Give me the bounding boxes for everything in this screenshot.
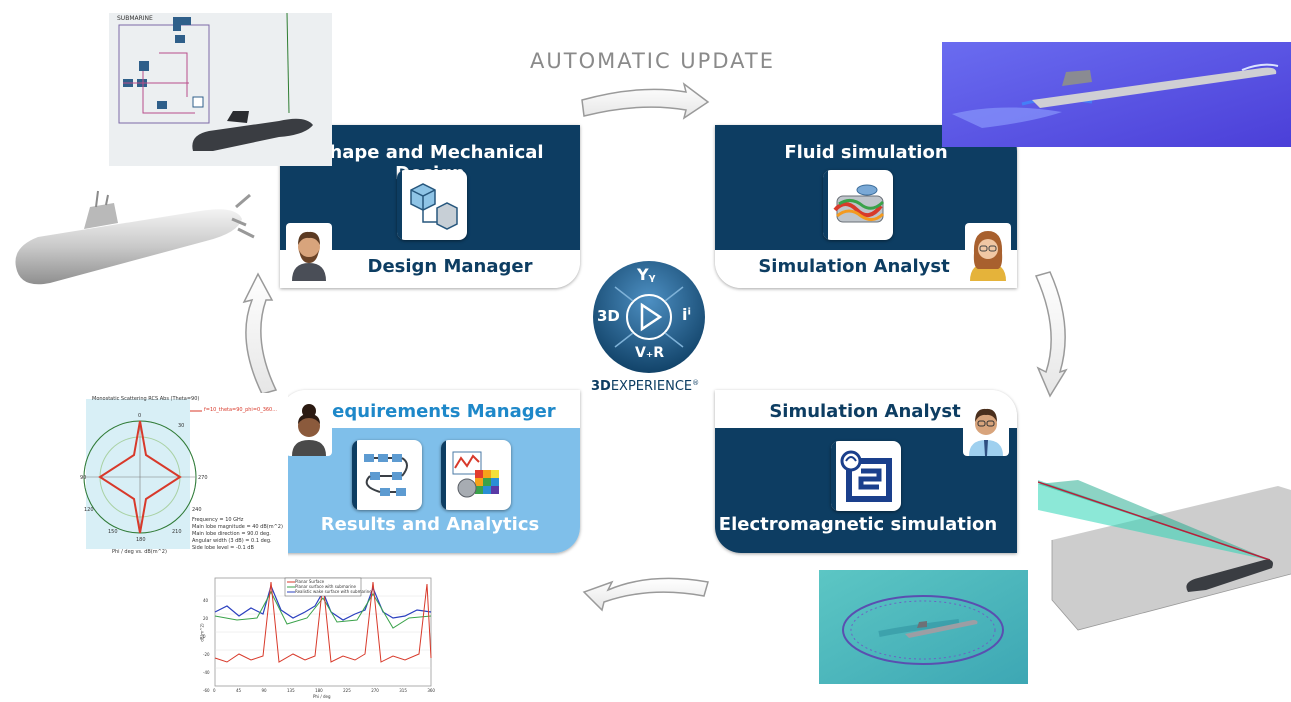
em-scattering-box-image <box>1038 480 1291 643</box>
polar-info: Frequency = 10 GHz Main lobe magnitude =… <box>192 517 283 552</box>
polar-angle-90: 90 <box>80 475 87 481</box>
em-wake-surface-image <box>819 570 1028 684</box>
process-flow-icon <box>364 454 408 496</box>
submarine-image <box>10 185 262 293</box>
x-tick: 360 <box>427 688 435 693</box>
polar-angle-0: 0 <box>138 413 142 419</box>
logo-left-label: 3D <box>597 307 620 325</box>
y-tick: 40 <box>203 598 209 603</box>
x-tick: 45 <box>235 688 242 693</box>
brand-registered: ® <box>692 379 700 387</box>
system-diagram-image: SUBMARINE <box>109 13 332 166</box>
card-role: Requirements Manager <box>318 401 556 422</box>
brand-text: 3DEXPERIENCE® <box>591 379 699 394</box>
brand-rest: EXPERIENCE <box>610 379 693 394</box>
arrow-bottom <box>582 577 709 612</box>
line-legend-1: Planar Surface <box>295 579 325 584</box>
x-tick: 90 <box>261 688 267 693</box>
analytics-app-icon[interactable] <box>441 440 511 510</box>
logo-right-label: iⁱ <box>682 305 691 324</box>
line-legend-3: Realistic wake surface with submarine <box>295 589 372 594</box>
polar-plot <box>83 399 202 549</box>
arrow-left <box>242 272 278 395</box>
diagram-label: SUBMARINE <box>117 15 153 22</box>
compass-icon <box>593 261 705 373</box>
arrow-right <box>1034 271 1068 398</box>
fluid-simulation-image <box>942 42 1291 147</box>
fluid-simulation-app-icon[interactable] <box>823 170 893 240</box>
polar-info-line: Frequency = 10 GHz <box>192 517 244 523</box>
polar-angle-150: 150 <box>108 529 118 535</box>
logo-top-label: Yᵧ <box>637 265 656 284</box>
polar-info-line: Angular width (3 dB) = 0.1 deg. <box>192 538 272 544</box>
line-x-ticks: 0 45 90 135 180 225 270 315 360 <box>213 688 435 693</box>
polar-legend: f=10_theta=90_phi=0_360... <box>204 407 278 413</box>
line-ylabel: dB(m^2) <box>199 623 205 642</box>
3dexperience-logo: Yᵧ 3D iⁱ V₊R 3DEXPERIENCE® <box>585 257 713 397</box>
line-y-ticks: 40 20 0 -20 -40 -60 <box>203 592 210 700</box>
polar-info-line: Side lobe level = -0.1 dB <box>192 545 254 551</box>
polar-angle-210: 210 <box>172 529 182 535</box>
card-role: Simulation Analyst <box>758 256 950 277</box>
y-tick: 20 <box>203 616 209 621</box>
card-results-analytics: Requirements Manager <box>280 390 580 553</box>
em-analyst-avatar <box>963 398 1009 456</box>
polar-info-line: Main lobe magnitude = 40 dB(m^2) <box>192 524 283 530</box>
line-xlabel: Phi / deg <box>313 694 331 699</box>
x-tick: 315 <box>399 688 407 693</box>
card-title: Results and Analytics <box>320 514 540 535</box>
requirements-manager-avatar <box>286 398 332 456</box>
card-role: Design Manager <box>367 256 533 277</box>
polar-angle-240: 240 <box>192 507 202 513</box>
arrow-top <box>581 82 710 120</box>
brand-bold: 3D <box>591 379 611 394</box>
y-tick: -40 <box>203 670 210 675</box>
polar-angle-180: 180 <box>136 537 146 543</box>
rcs-line-plot-image: Planar Surface Planar surface with subma… <box>197 572 440 700</box>
x-tick: 0 <box>213 688 216 693</box>
line-legend-2: Planar surface with submarine <box>295 584 356 589</box>
polar-plot-image: Monostatic Scattering RCS Abs (Theta=90)… <box>78 393 288 558</box>
polar-title: Monostatic Scattering RCS Abs (Theta=90) <box>92 396 200 402</box>
polar-angle-30: 30 <box>178 423 185 429</box>
logo-bottom-label: V₊R <box>635 345 665 361</box>
card-fluid-simulation: Fluid simulation Simulation Analyst <box>715 125 1017 288</box>
card-title: Electromagnetic simulation <box>718 514 998 535</box>
card-electromagnetic-simulation: Simulation Analyst Electromagnetic simul… <box>715 390 1017 553</box>
simulation-analyst-avatar <box>965 223 1011 281</box>
polar-angle-120: 120 <box>84 507 94 513</box>
polar-info-line: Main lobe direction = 90.0 deg. <box>192 531 271 537</box>
cst-icon <box>840 450 892 502</box>
x-tick: 270 <box>371 688 379 693</box>
y-tick: 0 <box>203 634 206 639</box>
polar-angle-270: 270 <box>198 475 208 481</box>
fluid-flow-icon <box>833 184 885 223</box>
card-role: Simulation Analyst <box>769 401 961 422</box>
polar-axis-label: Phi / deg vs. dB(m^2) <box>112 549 167 555</box>
automatic-update-title: AUTOMATIC UPDATE <box>530 49 775 73</box>
card-title: Fluid simulation <box>784 142 948 163</box>
electromagnetic-app-icon[interactable] <box>831 441 901 511</box>
design-manager-avatar <box>286 223 332 281</box>
requirements-app-icon[interactable] <box>352 440 422 510</box>
cubes-icon <box>410 183 458 230</box>
mechanical-design-app-icon[interactable] <box>397 170 467 240</box>
analytics-icon <box>452 451 499 498</box>
line-plot <box>214 577 432 687</box>
y-tick: -20 <box>203 652 210 657</box>
x-tick: 135 <box>287 688 295 693</box>
y-tick: -60 <box>203 688 210 693</box>
x-tick: 180 <box>315 688 323 693</box>
x-tick: 225 <box>343 688 351 693</box>
